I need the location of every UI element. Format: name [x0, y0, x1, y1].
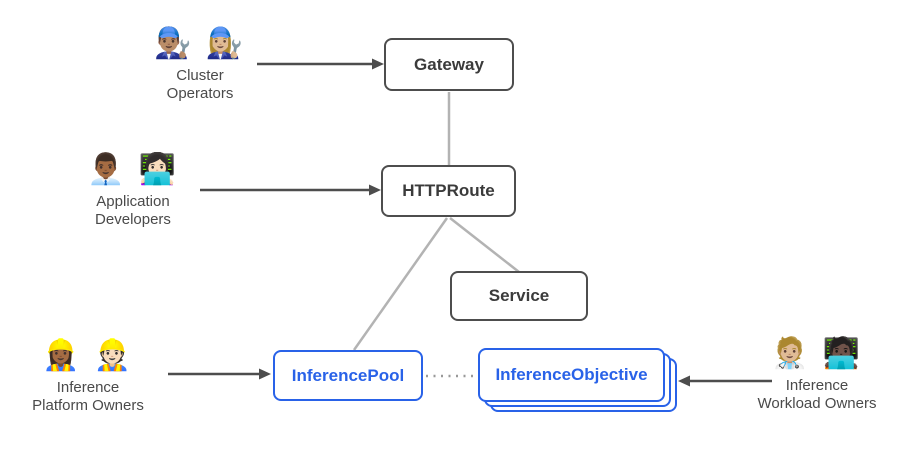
inferencepool-label: InferencePool — [291, 365, 405, 385]
construction-workers-icon: 👷🏾‍♀️ 👷🏻 — [41, 339, 135, 372]
actor-inference-workload-owners: 🧑🏼‍⚕️ 🧑🏿‍💻 Inference Workload Owners — [758, 336, 877, 413]
arrow-workload-owners-to-inferenceobjective — [678, 375, 772, 387]
platform-owners-label-line1: Inference — [56, 379, 120, 396]
service-label: Service — [488, 286, 550, 305]
connector-httproute-service — [449, 217, 520, 273]
actor-inference-platform-owners: 👷🏾‍♀️ 👷🏻 Inference Platform Owners — [32, 338, 144, 415]
inferenceobjective-node: InferenceObjective — [478, 348, 665, 402]
gateway-node: Gateway — [384, 38, 514, 91]
actor-application-developers: 👨🏾‍💼 👩🏻‍💻 Application Developers — [87, 152, 179, 229]
application-developers-label-line1: Application — [96, 193, 170, 210]
httproute-label: HTTPRoute — [402, 181, 495, 200]
inferenceobjective-label: InferenceObjective — [495, 365, 648, 384]
cluster-operators-label-line2: Operators — [166, 85, 234, 102]
gateway-label: Gateway — [414, 54, 484, 74]
inferencepool-node: InferencePool — [273, 350, 423, 401]
platform-owners-label-line2: Platform Owners — [32, 397, 144, 414]
workload-owners-label-line1: Inference — [785, 377, 849, 394]
developers-icon: 👨🏾‍💼 👩🏻‍💻 — [86, 153, 180, 186]
application-developers-label-line2: Developers — [95, 211, 171, 228]
arrow-cluster-operators-to-gateway — [257, 58, 384, 70]
service-node: Service — [450, 271, 588, 321]
httproute-node: HTTPRoute — [381, 165, 516, 217]
workload-owners-icon: 🧑🏼‍⚕️ 🧑🏿‍💻 — [770, 337, 864, 370]
connector-httproute-inferencepool — [352, 217, 449, 351]
workload-owners-label-line2: Workload Owners — [757, 395, 877, 412]
arrow-application-developers-to-httproute — [200, 184, 381, 196]
mechanics-icon: 👨🏽‍🔧 👩🏼‍🔧 — [153, 27, 247, 60]
actor-cluster-operators: 👨🏽‍🔧 👩🏼‍🔧 Cluster Operators — [154, 26, 246, 103]
cluster-operators-label-line1: Cluster — [176, 67, 224, 84]
arrow-platform-owners-to-inferencepool — [168, 368, 271, 380]
